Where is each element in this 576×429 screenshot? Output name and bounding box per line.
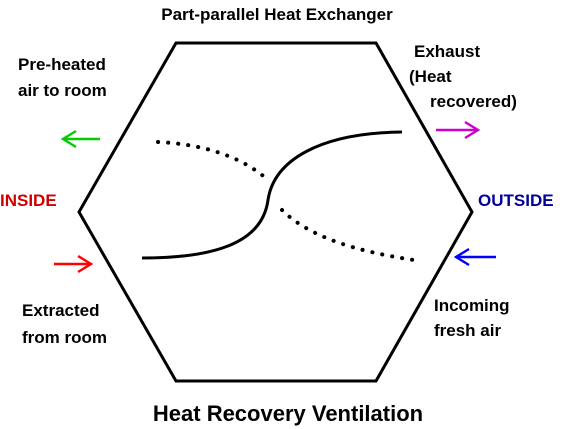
heat-exchanger-hexagon bbox=[77, 41, 474, 383]
inside-label: INSIDE bbox=[0, 191, 57, 210]
arrow-right-icon bbox=[54, 254, 94, 274]
exhaust-label-line1: Exhaust bbox=[414, 42, 480, 61]
preheated-label-line2: air to room bbox=[18, 81, 107, 100]
preheated-flow-path bbox=[156, 140, 270, 182]
diagram-caption: Heat Recovery Ventilation bbox=[153, 401, 423, 426]
arrow-left-icon bbox=[60, 129, 100, 149]
outside-label: OUTSIDE bbox=[478, 191, 554, 210]
incoming-label-line2: fresh air bbox=[434, 321, 501, 340]
incoming-flow-path bbox=[280, 208, 416, 262]
exhaust-flow-path bbox=[141, 130, 403, 260]
arrow-right-icon bbox=[436, 120, 481, 140]
exhaust-label-line3: recovered) bbox=[430, 92, 517, 111]
diagram-title: Part-parallel Heat Exchanger bbox=[161, 5, 393, 24]
preheated-label-line1: Pre-heated bbox=[18, 55, 106, 74]
incoming-label-line1: Incoming bbox=[434, 296, 510, 315]
exhaust-label-line2: (Heat bbox=[409, 67, 452, 86]
arrow-left-icon bbox=[453, 247, 496, 267]
extracted-label-line1: Extracted bbox=[22, 301, 99, 320]
extracted-label-line2: from room bbox=[22, 328, 107, 347]
